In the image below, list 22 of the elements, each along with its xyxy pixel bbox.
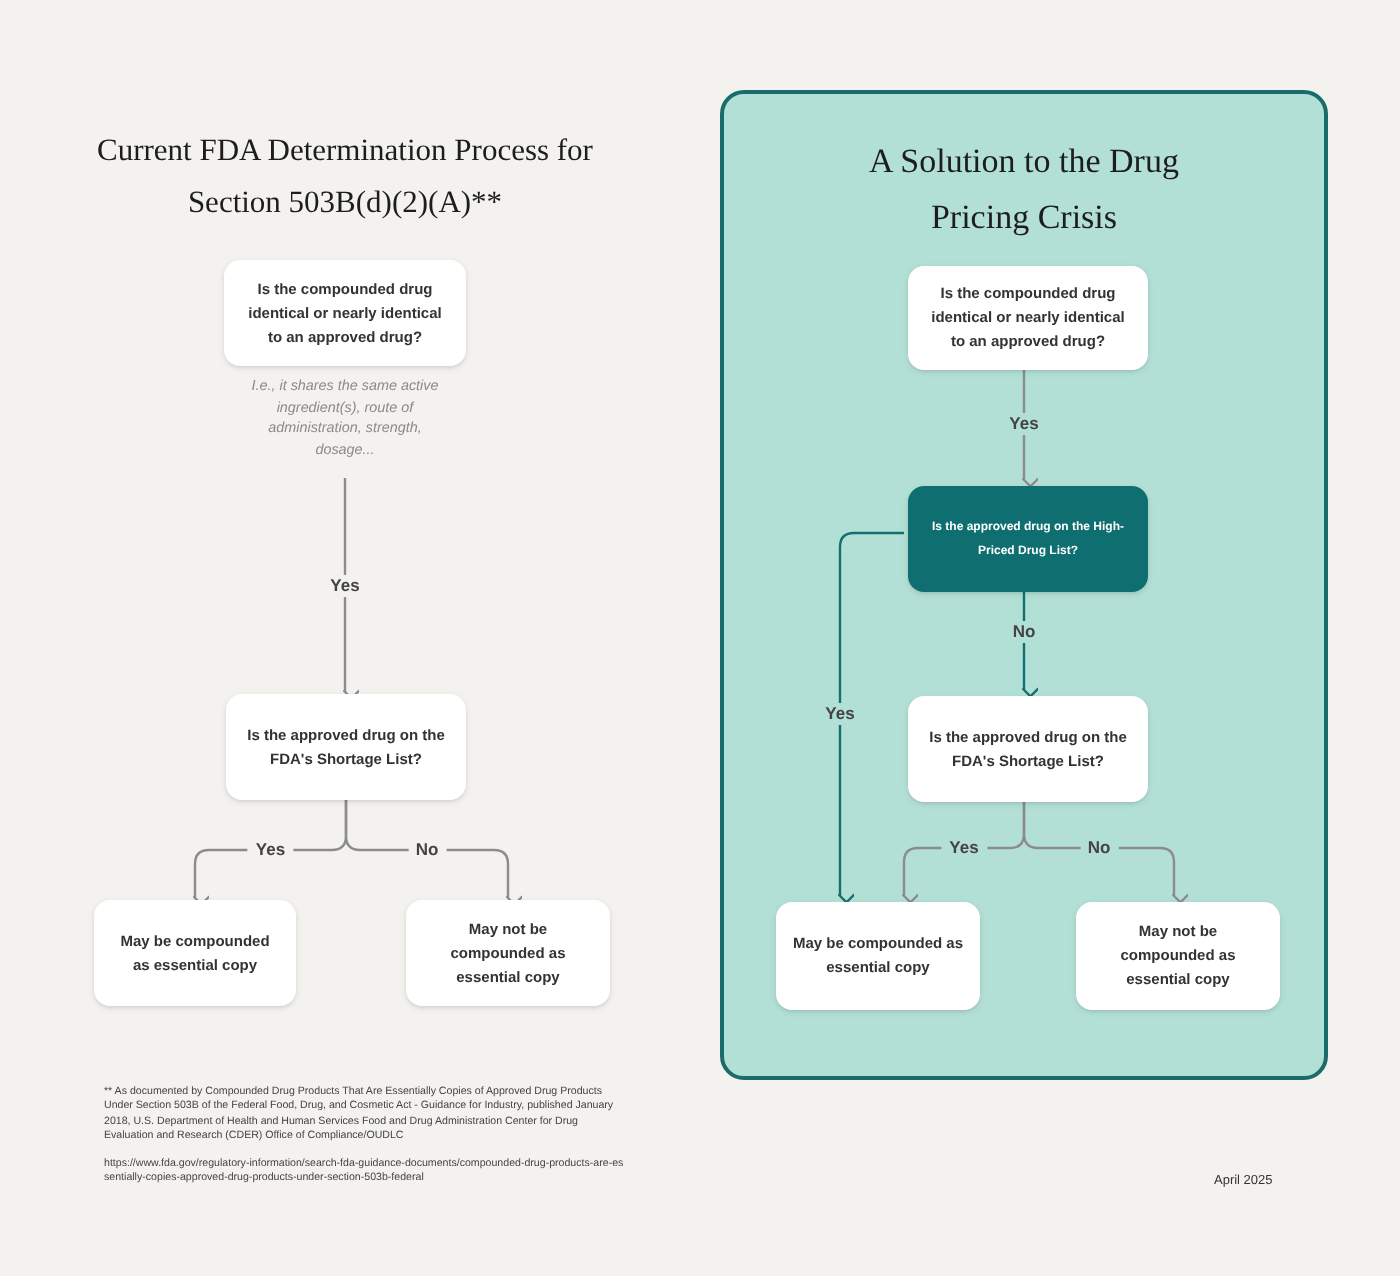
question-box [406,900,610,1006]
edge-label: Yes [941,837,987,859]
question-box [224,260,466,366]
arrow [1022,798,1190,904]
question-box [1076,902,1280,1010]
question-box [776,902,980,1010]
arrow [837,531,904,904]
heading: Current FDA Determination Process for Section 503B(d)(2)(A)** [95,132,595,224]
edge-label: Yes [247,839,294,861]
arrow [1021,366,1040,488]
arrow [1021,588,1040,698]
question-box [908,696,1148,802]
question-box [908,266,1148,370]
question-box [94,900,296,1006]
arrow [342,478,361,700]
arrow [344,800,524,906]
panel-heading: A Solution to the Drug Pricing Crisis [867,140,1181,240]
solution-panel [720,90,1328,1080]
question-box [226,694,466,800]
edge-label: No [407,839,447,861]
edge-label: No [1079,837,1119,859]
highlighted-question-box [908,486,1148,592]
